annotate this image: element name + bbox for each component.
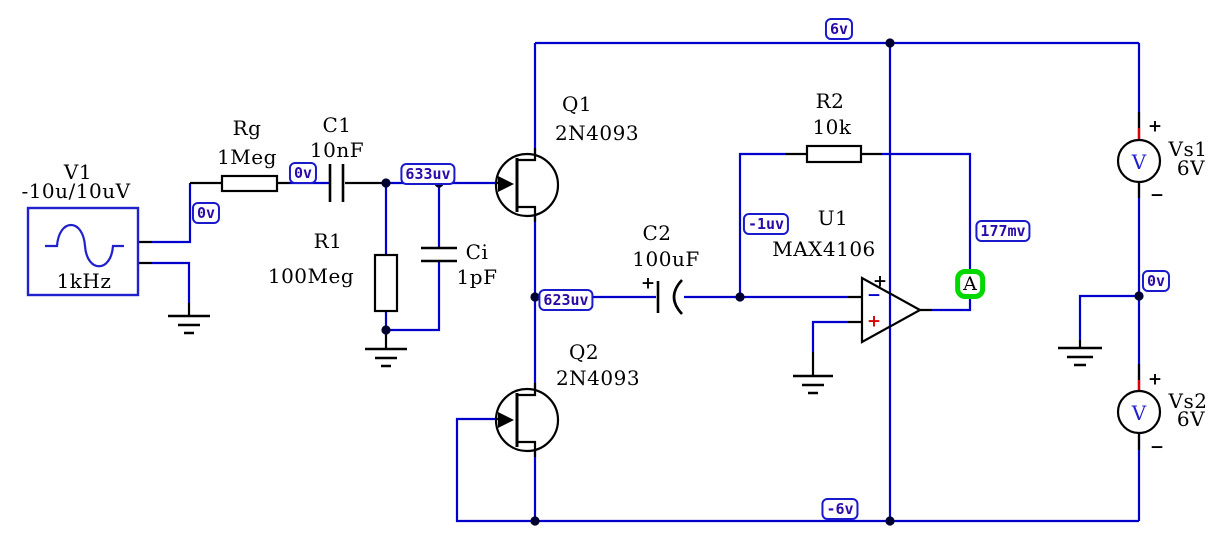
c2-capacitor[interactable] bbox=[656, 279, 683, 315]
vs2-source[interactable] bbox=[1116, 389, 1162, 435]
q2-jfet[interactable] bbox=[494, 383, 560, 457]
q2-gate-arrow-icon bbox=[498, 412, 514, 428]
junction-dot bbox=[885, 516, 895, 526]
node-voltage-q1-source[interactable]: 623uv bbox=[538, 289, 594, 311]
wire-feedback-right-and-output[interactable] bbox=[882, 152, 972, 312]
vs1-ref-label: Vs1 bbox=[1168, 137, 1208, 161]
u1-value-label: MAX4106 bbox=[772, 237, 876, 261]
sine-wave-icon bbox=[45, 224, 124, 268]
q1-jfet[interactable] bbox=[494, 148, 560, 222]
ci-value-label: 1pF bbox=[456, 265, 498, 289]
wire-ci-bottom[interactable] bbox=[386, 261, 441, 332]
opamp-inverting-mark: − bbox=[866, 285, 882, 306]
node-voltage-negative-rail[interactable]: -6v bbox=[821, 498, 859, 520]
vs1-source[interactable] bbox=[1116, 138, 1162, 184]
c2-value-label: 100uF bbox=[632, 247, 700, 271]
v1-source[interactable] bbox=[26, 206, 140, 297]
q2-value-label: 2N4093 bbox=[555, 366, 641, 390]
wire-v1-top[interactable] bbox=[152, 183, 192, 244]
junction-dot bbox=[530, 292, 540, 302]
wire-midpoint-to-ground[interactable] bbox=[1078, 294, 1139, 340]
junction-dot bbox=[1134, 291, 1144, 301]
rg-value-label: 1Meg bbox=[217, 145, 277, 169]
v1-pin-stubs bbox=[138, 240, 152, 265]
q2-ref-label: Q2 bbox=[568, 340, 600, 364]
r2-resistor[interactable] bbox=[785, 144, 882, 164]
vs2-plus-mark: + bbox=[1147, 369, 1163, 390]
vs2-minus-mark: − bbox=[1149, 437, 1165, 458]
q1-ref-label: Q1 bbox=[561, 92, 593, 116]
c1-ref-label: C1 bbox=[322, 113, 352, 137]
output-probe[interactable]: A bbox=[955, 269, 985, 299]
junction-dot bbox=[885, 38, 895, 48]
r1-resistor[interactable] bbox=[373, 253, 399, 313]
wire-noninverting-to-ground[interactable] bbox=[811, 320, 848, 352]
r1-ground-symbol[interactable] bbox=[365, 347, 407, 368]
c2-plus-mark: + bbox=[640, 273, 656, 294]
node-voltage-v1-output[interactable]: 0v bbox=[191, 202, 221, 224]
opamp-supply-plus-mark: + bbox=[872, 271, 888, 292]
wire-v1-bottom-to-ground[interactable] bbox=[152, 261, 191, 303]
c2-ref-label: C2 bbox=[642, 221, 672, 245]
supply-midpoint-ground-symbol[interactable] bbox=[1058, 346, 1102, 367]
r1-ref-label: R1 bbox=[313, 229, 343, 253]
ci-capacitor[interactable] bbox=[421, 246, 457, 263]
q1-value-label: 2N4093 bbox=[554, 121, 640, 145]
junction-dot bbox=[735, 292, 745, 302]
opamp-input-ground-symbol[interactable] bbox=[793, 374, 833, 395]
wire-feedback-left[interactable] bbox=[738, 152, 785, 297]
node-voltage-supply-midpoint[interactable]: 0v bbox=[1141, 270, 1171, 292]
u1-ref-label: U1 bbox=[817, 206, 849, 230]
node-voltage-output[interactable]: 177mv bbox=[975, 220, 1031, 242]
ci-ref-label: Ci bbox=[465, 240, 489, 264]
opamp-noninverting-mark: + bbox=[866, 311, 882, 332]
q1-gate-arrow-icon bbox=[498, 176, 514, 192]
vs2-value-label: 6V bbox=[1176, 407, 1206, 431]
junction-dot bbox=[381, 325, 391, 335]
node-voltage-rg-c1[interactable]: 0v bbox=[288, 162, 318, 184]
vs1-plus-mark: + bbox=[1147, 116, 1163, 137]
r2-ref-label: R2 bbox=[815, 89, 845, 113]
wire-bottom-rail-q2-gate-loop[interactable] bbox=[455, 417, 1139, 523]
rg-resistor[interactable] bbox=[190, 174, 290, 193]
junction-dot bbox=[381, 178, 391, 188]
node-voltage-q1-gate[interactable]: 633uv bbox=[400, 163, 456, 185]
v1-frequency-label: 1kHz bbox=[56, 269, 112, 293]
r1-value-label: 100Meg bbox=[267, 264, 355, 288]
u1-opamp[interactable] bbox=[860, 276, 923, 344]
node-voltage-inverting-input[interactable]: -1uv bbox=[742, 213, 790, 235]
rg-ref-label: Rg bbox=[232, 116, 262, 140]
v1-value-label: -10u/10uV bbox=[21, 179, 131, 203]
vs2-ref-label: Vs2 bbox=[1168, 389, 1208, 413]
c1-value-label: 10nF bbox=[309, 138, 365, 162]
c1-capacitor[interactable] bbox=[328, 164, 345, 202]
vs2-voltage-symbol: V bbox=[1131, 401, 1147, 425]
v1-ground-symbol[interactable] bbox=[168, 314, 210, 335]
node-voltage-positive-rail[interactable]: 6v bbox=[824, 18, 854, 40]
junction-dot bbox=[530, 516, 540, 526]
vs1-value-label: 6V bbox=[1176, 156, 1206, 180]
v1-ref-label: V1 bbox=[63, 160, 93, 184]
vs1-minus-mark: − bbox=[1149, 185, 1165, 206]
r2-value-label: 10k bbox=[812, 115, 852, 139]
vs1-voltage-symbol: V bbox=[1131, 150, 1147, 174]
